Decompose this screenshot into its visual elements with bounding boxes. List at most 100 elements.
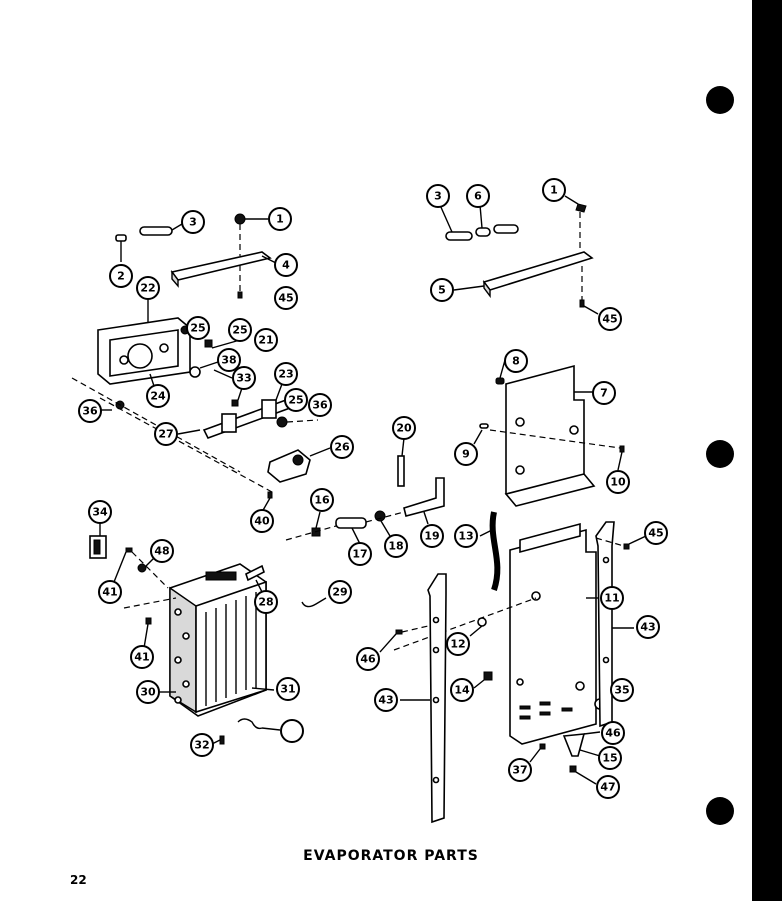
svg-text:8: 8 bbox=[512, 355, 520, 368]
svg-text:47: 47 bbox=[600, 781, 615, 794]
part-drain-tube-13 bbox=[479, 511, 501, 591]
callout-43-left: 45 bbox=[274, 286, 298, 310]
callout-28: 28 bbox=[254, 590, 278, 614]
callout-10: 10 bbox=[606, 470, 630, 494]
svg-text:5: 5 bbox=[438, 284, 446, 297]
svg-text:10: 10 bbox=[610, 476, 626, 489]
part-pin-6 bbox=[475, 204, 519, 237]
callout-35: 35 bbox=[610, 678, 634, 702]
svg-text:36: 36 bbox=[82, 405, 98, 418]
svg-text:25: 25 bbox=[232, 324, 247, 337]
part-spring-48 bbox=[237, 718, 281, 731]
callout-44: 46 bbox=[356, 647, 380, 671]
part-rail-5 bbox=[453, 251, 599, 315]
callout-26: 26 bbox=[330, 435, 354, 459]
callout-42-left: 43 bbox=[374, 688, 398, 712]
svg-text:41: 41 bbox=[134, 651, 149, 664]
callout-31: 31 bbox=[276, 677, 300, 701]
svg-text:1: 1 bbox=[276, 213, 284, 226]
part-bracket-23 bbox=[202, 383, 292, 439]
part-screw-47 bbox=[137, 557, 155, 573]
callout-3-right: 3 bbox=[426, 184, 450, 208]
part-ring-38 bbox=[189, 361, 219, 378]
callout-32: 32 bbox=[190, 733, 214, 757]
part-clip-46 bbox=[569, 765, 597, 785]
callout-3-left: 3 bbox=[181, 210, 205, 234]
part-knob-15 bbox=[562, 731, 601, 757]
callout-21: 21 bbox=[254, 328, 278, 352]
svg-text:18: 18 bbox=[388, 540, 403, 553]
binder-hole-bottom bbox=[706, 797, 734, 825]
part-grommet-25b bbox=[204, 339, 213, 348]
svg-text:13: 13 bbox=[458, 530, 473, 543]
svg-text:3: 3 bbox=[434, 190, 442, 203]
callout-37: 37 bbox=[508, 758, 532, 782]
svg-text:7: 7 bbox=[600, 387, 608, 400]
callout-20: 20 bbox=[392, 416, 416, 440]
callout-48 bbox=[280, 719, 304, 743]
part-clip-14 bbox=[473, 671, 493, 689]
callout-1-right: 1 bbox=[542, 178, 566, 202]
svg-text:24: 24 bbox=[150, 390, 166, 403]
callout-41-top: 41 bbox=[98, 580, 122, 604]
svg-text:31: 31 bbox=[280, 683, 295, 696]
callout-23: 23 bbox=[274, 362, 298, 386]
part-pin-9 bbox=[473, 423, 489, 445]
callout-25-b: 25 bbox=[228, 318, 252, 342]
svg-text:15: 15 bbox=[602, 752, 617, 765]
svg-text:26: 26 bbox=[334, 441, 350, 454]
callout-40: 40 bbox=[250, 509, 274, 533]
callout-27: 27 bbox=[154, 422, 178, 446]
svg-text:43: 43 bbox=[378, 694, 393, 707]
svg-text:25: 25 bbox=[288, 394, 303, 407]
svg-text:40: 40 bbox=[254, 515, 270, 528]
callout-25-c: 25 bbox=[284, 388, 308, 412]
callout-25-a: 25 bbox=[186, 316, 210, 340]
svg-text:11: 11 bbox=[604, 592, 619, 605]
callout-36-left: 36 bbox=[78, 399, 102, 423]
part-screw-41-bottom bbox=[143, 617, 152, 649]
callout-43-right-top: 45 bbox=[598, 307, 622, 331]
svg-text:6: 6 bbox=[474, 190, 482, 203]
callout-46: 47 bbox=[596, 775, 620, 799]
part-elbow-19 bbox=[403, 477, 445, 525]
part-pin-3-right bbox=[439, 204, 473, 241]
callout-45: 46 bbox=[601, 721, 625, 745]
callout-4: 4 bbox=[274, 253, 298, 277]
binder-edge bbox=[752, 0, 782, 901]
callout-7: 7 bbox=[592, 381, 616, 405]
svg-text:9: 9 bbox=[462, 448, 470, 461]
svg-text:34: 34 bbox=[92, 506, 108, 519]
svg-text:45: 45 bbox=[278, 292, 293, 305]
svg-text:21: 21 bbox=[258, 334, 273, 347]
part-nut-1-left bbox=[234, 213, 268, 256]
part-clip-16 bbox=[311, 511, 321, 537]
callout-16: 16 bbox=[310, 488, 334, 512]
part-evaporator-coil-30 bbox=[160, 563, 275, 717]
callout-19: 19 bbox=[420, 524, 444, 548]
callout-42-right: 43 bbox=[636, 615, 660, 639]
part-grommet-25c bbox=[276, 416, 319, 428]
callout-12: 12 bbox=[446, 632, 470, 656]
svg-text:2: 2 bbox=[117, 270, 125, 283]
part-side-rail-42-right bbox=[595, 521, 634, 728]
part-tube-17 bbox=[335, 517, 367, 545]
part-housing-22 bbox=[97, 298, 191, 387]
part-side-rail-42-left bbox=[400, 573, 447, 824]
svg-text:36: 36 bbox=[312, 399, 328, 412]
svg-text:4: 4 bbox=[282, 259, 290, 272]
part-screw-32 bbox=[211, 735, 225, 745]
callout-6: 6 bbox=[466, 184, 490, 208]
part-screw-2 bbox=[115, 234, 127, 262]
callout-8: 8 bbox=[504, 349, 528, 373]
part-screw-37 bbox=[529, 743, 546, 763]
svg-text:43: 43 bbox=[640, 621, 655, 634]
svg-text:29: 29 bbox=[332, 586, 347, 599]
svg-text:38: 38 bbox=[221, 354, 236, 367]
svg-text:45: 45 bbox=[648, 527, 663, 540]
callout-43-right-bottom: 45 bbox=[644, 521, 668, 545]
part-tube-20 bbox=[397, 437, 405, 487]
svg-text:48: 48 bbox=[154, 545, 169, 558]
part-back-plate-11 bbox=[509, 522, 600, 745]
